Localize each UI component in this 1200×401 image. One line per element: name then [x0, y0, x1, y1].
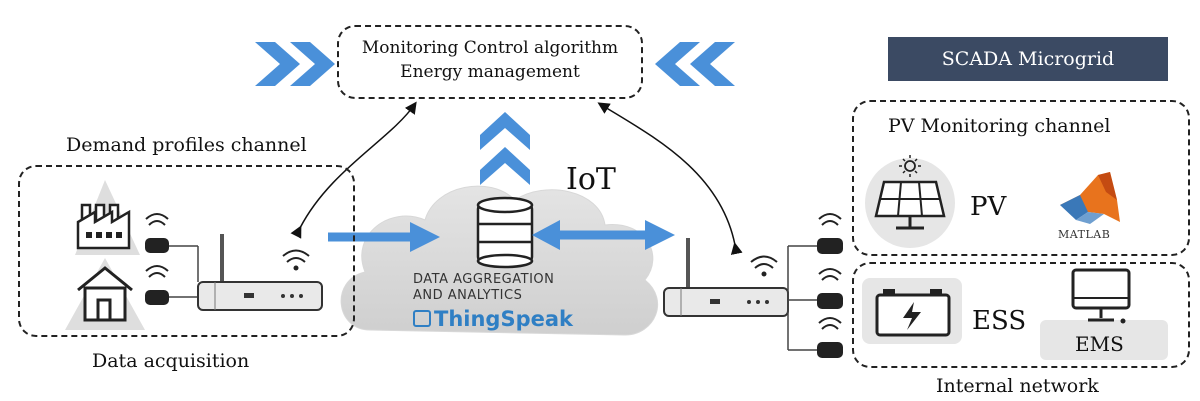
pv-label: PV: [970, 192, 1007, 222]
house-icon: [65, 258, 145, 330]
sensor-device-pv: [788, 213, 843, 254]
ems-label: EMS: [1075, 332, 1124, 356]
router-left: [197, 234, 323, 311]
battery-icon: [862, 278, 962, 344]
data-acquisition-label: Data acquisition: [92, 350, 250, 372]
sensor-device-house: [145, 265, 198, 305]
matlab-logo: [1060, 172, 1120, 224]
ess-label: ESS: [972, 306, 1027, 336]
demand-channel-box: [18, 165, 355, 337]
cloud-text-line1: DATA AGGREGATION: [413, 272, 555, 287]
pv-channel-box: [852, 100, 1190, 256]
sensor-device-ess: [800, 268, 843, 309]
scada-banner: SCADA Microgrid: [888, 37, 1168, 81]
monitoring-line2: Energy management: [400, 62, 580, 82]
solar-panel-icon: [865, 155, 955, 248]
demand-channel-label: Demand profiles channel: [66, 134, 307, 156]
left-curved-arrow: [290, 101, 417, 239]
sensor-device-ems: [788, 317, 843, 358]
computer-monitor-icon: [1040, 268, 1168, 360]
monitoring-line1: Monitoring Control algorithm: [361, 38, 619, 58]
iot-label: IoT: [566, 162, 616, 197]
monitoring-box: [337, 25, 643, 99]
sensor-device-factory: [145, 213, 199, 282]
left-chevrons: [255, 42, 335, 86]
scada-banner-label: SCADA Microgrid: [941, 48, 1115, 70]
thingspeak-brand: ThingSpeak: [413, 307, 573, 331]
thingspeak-label: ThingSpeak: [434, 307, 573, 331]
database-icon: [476, 196, 534, 269]
internal-network-label: Internal network: [936, 375, 1099, 397]
pv-channel-label: PV Monitoring channel: [888, 115, 1111, 137]
matlab-label: MATLAB: [1058, 228, 1111, 241]
up-chevrons: [480, 112, 530, 185]
cloud-text-line2: AND ANALYTICS: [413, 288, 523, 303]
factory-icon: [75, 180, 140, 255]
internal-network-box: [852, 262, 1190, 368]
router-right: [663, 238, 800, 350]
chat-bubble-icon: [413, 310, 431, 327]
right-chevrons: [655, 42, 735, 86]
right-curved-arrow: [597, 102, 743, 256]
